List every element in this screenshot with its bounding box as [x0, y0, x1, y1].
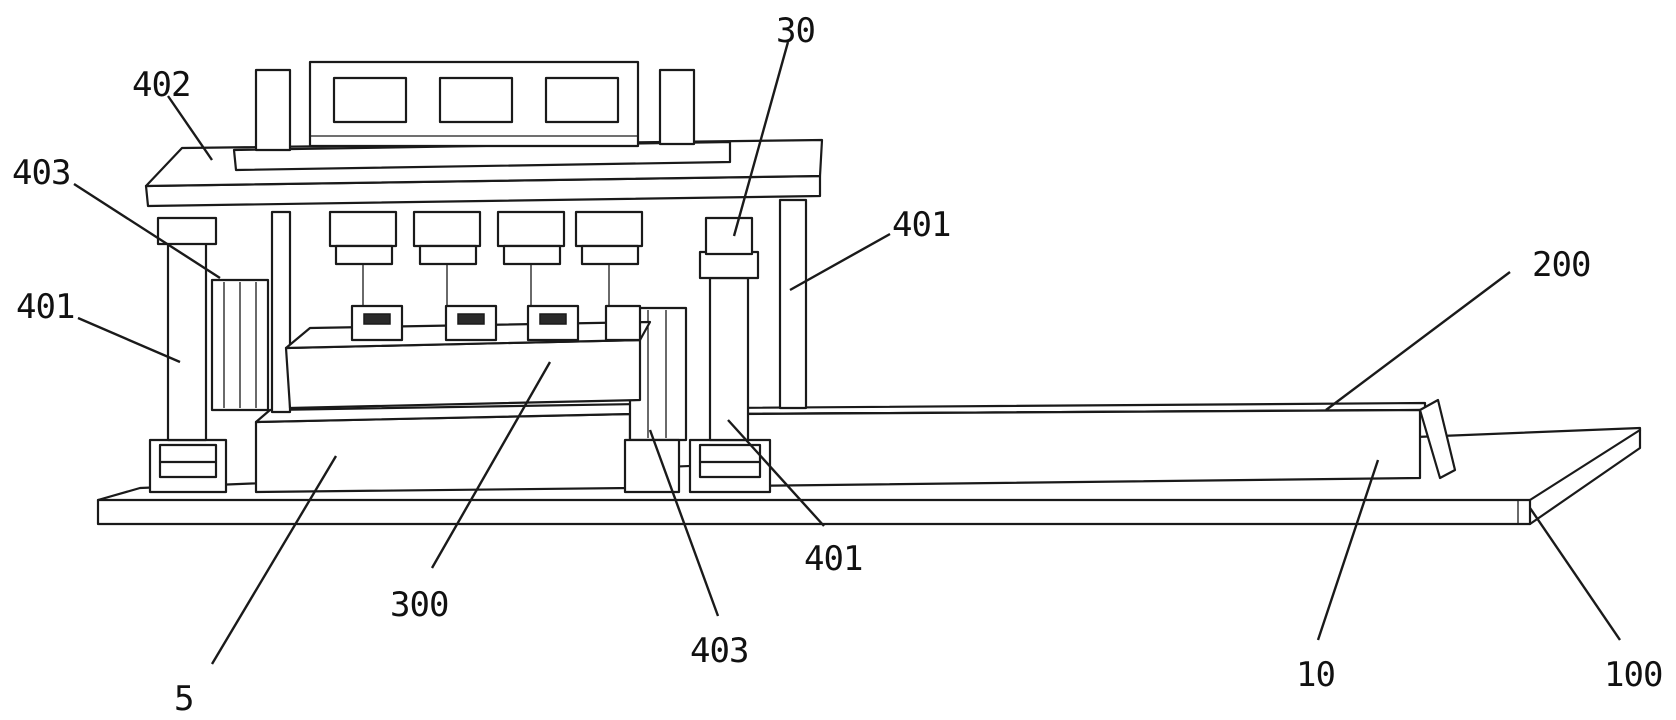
label-300: 300 — [390, 585, 448, 625]
leader-401-left — [78, 318, 180, 362]
leader-200 — [1326, 272, 1510, 410]
label-402: 402 — [132, 65, 190, 105]
label-403-left: 403 — [12, 153, 70, 193]
press-head-3 — [498, 212, 564, 306]
press-head-4 — [576, 212, 642, 306]
press-head-2 — [414, 212, 480, 306]
label-200: 200 — [1532, 245, 1590, 285]
lower-block — [256, 404, 640, 492]
label-403-bottom: 403 — [690, 631, 748, 671]
workpiece-tray — [286, 306, 650, 408]
label-100: 100 — [1604, 655, 1662, 695]
column-foot-right — [690, 440, 770, 492]
column-left-front — [158, 218, 216, 440]
column-foot-left — [150, 440, 226, 492]
side-plate-left — [212, 280, 268, 410]
top-cylinder-unit — [234, 62, 730, 170]
tray-holder-2 — [446, 306, 496, 340]
label-401-right: 401 — [892, 205, 950, 245]
press-head-1 — [330, 212, 396, 306]
label-401-bottom: 401 — [804, 539, 862, 579]
label-30: 30 — [776, 11, 815, 51]
column-right-rear — [780, 200, 806, 408]
tray-holder-1 — [352, 306, 402, 340]
guide-block — [740, 400, 1455, 486]
tray-holder-3 — [528, 306, 578, 340]
label-10: 10 — [1296, 655, 1335, 695]
label-401-left: 401 — [16, 287, 74, 327]
tray-holder-4 — [606, 306, 640, 340]
leader-100 — [1530, 508, 1620, 640]
label-5: 5 — [174, 679, 193, 719]
